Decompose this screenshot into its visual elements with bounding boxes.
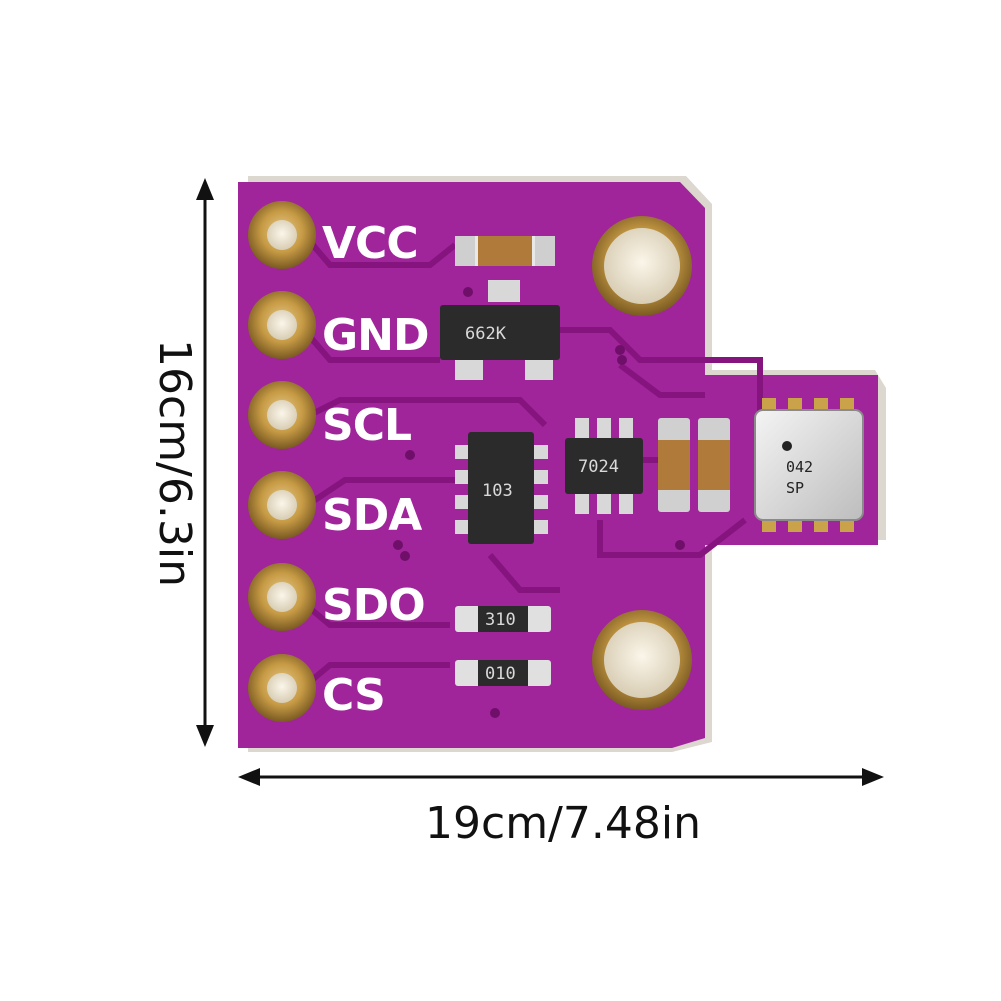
regulator-marking: 662K [465, 324, 507, 344]
pin-labels: VCC GND SCL SDA SDO CS [322, 218, 429, 721]
height-dimension-label: 16cm/6.3in [149, 339, 200, 587]
height-arrow-top [196, 178, 214, 200]
pin-hole-gnd [267, 310, 297, 340]
resistor-sdo-marking: 310 [485, 610, 516, 630]
resistor-sdo: 310 [455, 606, 551, 632]
mosfet-chip: 7024 [565, 418, 643, 514]
resistor-array-marking: 103 [482, 481, 513, 501]
dimension-arrows [196, 178, 884, 786]
sensor-marking-1: 042 [786, 458, 813, 476]
pin-hole-scl [267, 400, 297, 430]
height-arrow-bottom [196, 725, 214, 747]
width-arrow-left [238, 768, 260, 786]
width-arrow-right [862, 768, 884, 786]
sensor-marking-2: SP [786, 479, 804, 497]
width-dimension-label: 19cm/7.48in [425, 798, 701, 849]
pin-hole-cs [267, 673, 297, 703]
mosfet-marking: 7024 [578, 457, 619, 477]
regulator-chip: 662K [440, 280, 560, 380]
pin-hole-vcc [267, 220, 297, 250]
capacitor-pair [658, 418, 730, 512]
pin-label-cs: CS [322, 670, 385, 721]
mounting-hole-top-inner [604, 228, 680, 304]
pin-label-vcc: VCC [322, 218, 418, 269]
pin-label-gnd: GND [322, 310, 428, 361]
pin-hole-sdo [267, 582, 297, 612]
mounting-hole-bottom-inner [604, 622, 680, 698]
pin-label-scl: SCL [322, 400, 411, 451]
mounting-holes [592, 216, 692, 710]
capacitor-top [455, 236, 555, 266]
pin-hole-sda [267, 490, 297, 520]
resistor-cs: 010 [455, 660, 551, 686]
pcb-board [238, 182, 878, 748]
pcb-vias [393, 287, 685, 718]
pin-label-sdo: SDO [322, 580, 425, 631]
resistor-cs-marking: 010 [485, 664, 516, 684]
resistor-array-chip: 103 [455, 432, 548, 544]
sensor-chip: 042 SP [754, 398, 864, 532]
pin-label-sda: SDA [322, 490, 422, 541]
pin-pads [248, 201, 316, 722]
